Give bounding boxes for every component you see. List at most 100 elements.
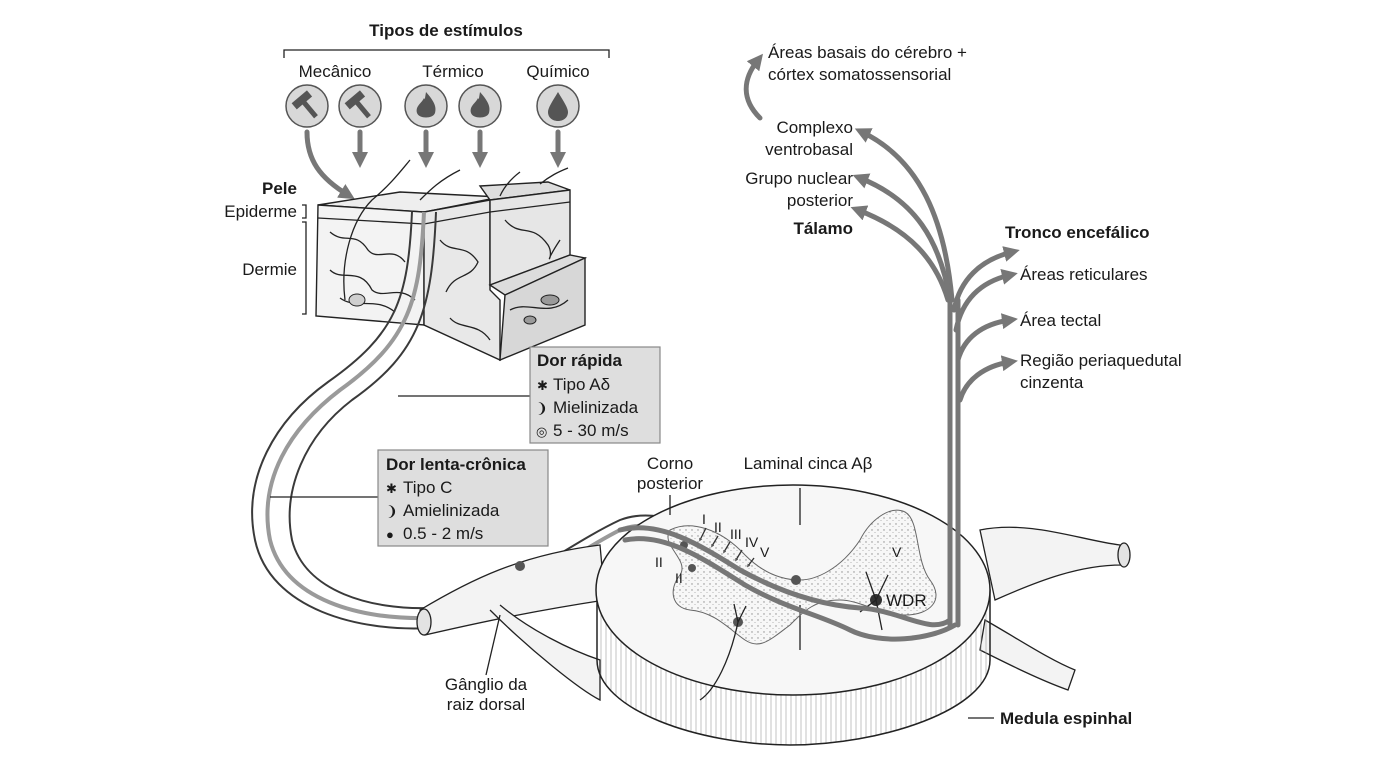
myelin-icon: ❩: [386, 503, 398, 519]
arrow-ventrobasal: [854, 128, 955, 303]
posterior-nuclear-label-line2: posterior: [787, 191, 853, 210]
ascending-tract: [622, 536, 958, 642]
nerve-icon: ✱: [537, 378, 548, 393]
wdr-label: WDR: [886, 591, 927, 610]
thalamus-label: Tálamo: [793, 219, 853, 238]
epidermis-layer-line: [317, 201, 571, 225]
epidermis-bracket: [302, 204, 307, 219]
skin-title: Pele: [262, 179, 297, 198]
epidermis-label: Epiderme: [224, 202, 297, 221]
dermis-texture: [329, 219, 569, 341]
neuron-dorsal-ganglion: [515, 561, 525, 571]
droplet-icon: ●: [386, 527, 394, 542]
posterior-horn-label-line2: posterior: [637, 474, 703, 493]
brainstem-label: Tronco encefálico: [1005, 223, 1150, 242]
arrow-periaqueductal: [957, 355, 1018, 403]
gland: [540, 294, 560, 306]
skin-lower-front: [499, 256, 586, 362]
slow-pain-myelin: Amielinizada: [403, 501, 500, 520]
myelin-icon: ❩: [536, 400, 548, 416]
lamina-III: III: [730, 526, 742, 542]
dermis-label: Dermie: [242, 260, 297, 279]
lamina-arrow: [699, 527, 707, 542]
posterior-horn-label-line1: Corno: [647, 454, 693, 473]
cortex-label-line2: córtex somatossensorial: [768, 65, 951, 84]
hair-shaft: [419, 169, 461, 201]
periaqueductal-label-line1: Região periaquedutal: [1020, 351, 1182, 370]
ventral-dendrite: [699, 603, 747, 701]
fast-pain-myelin: Mielinizada: [553, 398, 639, 417]
wdr-dendrite: [859, 571, 889, 631]
gland: [523, 315, 537, 325]
spinal-cord-label: Medula espinhal: [1000, 709, 1132, 728]
fast-pain-box: Dor rápida ✱ Tipo Aδ ❩ Mielinizada ◎ 5 -…: [529, 346, 661, 444]
ganglion-label-line1: Gânglio da: [445, 675, 528, 694]
lamina-II: II: [714, 519, 722, 535]
brain-labels: Áreas basais do cérebro + córtex somatos…: [745, 43, 1181, 392]
ganglion-label-line2: raiz dorsal: [447, 695, 525, 714]
slow-pain-type: Tipo C: [403, 478, 452, 497]
flame-icon: [404, 84, 448, 128]
dermis-bracket: [302, 221, 307, 315]
lamina-arrow: [746, 557, 755, 568]
slow-pain-title: Dor lenta-crônica: [386, 455, 526, 474]
stimulus-chemical-label: Químico: [526, 62, 589, 81]
flame-icon: [458, 84, 502, 128]
right-nerve-root: [979, 526, 1123, 601]
stimulus-arrow: [304, 129, 355, 200]
stimulus-thermal-label: Térmico: [422, 62, 483, 81]
lamina-arrow: [711, 535, 719, 548]
nerve-cut-end: [1117, 542, 1131, 568]
reticular-label: Áreas reticulares: [1020, 265, 1148, 284]
droplet-icon: [536, 84, 580, 128]
arrow-posterior-nuclear: [852, 173, 953, 303]
hammer-icon: [338, 84, 382, 128]
lamina-II-lower: II: [675, 570, 683, 586]
hair-shaft: [539, 167, 569, 185]
laminal-label: Laminal cinca Aβ: [744, 454, 873, 473]
left-ventral-root: [489, 604, 601, 702]
central-canal: [791, 575, 801, 585]
hair-bulb: [348, 293, 366, 307]
stimuli-bracket: [283, 49, 610, 58]
right-ventral-root: [979, 618, 1076, 691]
stimuli-group: Tipos de estímulos Mecânico Térmico Quím…: [283, 21, 610, 200]
hair-shaft: [499, 171, 521, 197]
periaqueductal-label-line2: cinzenta: [1020, 373, 1084, 392]
posterior-nuclear-label-line1: Grupo nuclear: [745, 169, 853, 188]
lamina-II-left: II: [655, 554, 663, 570]
nerve-icon: ✱: [386, 481, 397, 496]
stimulus-mechanical-label: Mecânico: [299, 62, 372, 81]
lamina-I: I: [702, 511, 706, 527]
speed-icon: ◎: [536, 424, 547, 439]
cortex-label-line1: Áreas basais do cérebro +: [768, 43, 967, 62]
ascending-pathways: [743, 53, 1020, 628]
fast-pain-type: Tipo Aδ: [553, 375, 610, 394]
skin-labels: Pele Epiderme Dermie: [224, 179, 307, 315]
lamina-V: V: [760, 544, 770, 560]
ventrobasal-label-line2: ventrobasal: [765, 140, 853, 159]
arrow-brainstem: [951, 246, 1020, 313]
arrow-cortex: [743, 53, 763, 121]
skin-block: [315, 159, 588, 362]
arrow-tectal: [955, 313, 1018, 363]
arrow-thalamus: [850, 205, 951, 303]
fast-pain-speed: 5 - 30 m/s: [553, 421, 629, 440]
slow-pain-speed: 0.5 - 2 m/s: [403, 524, 483, 543]
fast-pain-title: Dor rápida: [537, 351, 623, 370]
neuron-lamina: [688, 564, 696, 572]
ventrobasal-label-line1: Complexo: [776, 118, 853, 137]
lamina-IV: IV: [745, 534, 759, 550]
spinal-cord: [416, 484, 1131, 746]
lamina-arrow: [735, 549, 743, 562]
slow-pain-box: Dor lenta-crônica ✱ Tipo C ❩ Amielinizad…: [377, 449, 549, 547]
arrow-reticular: [953, 269, 1018, 333]
ascending-tract: [617, 525, 953, 628]
ganglion-leader: [485, 614, 501, 676]
lamina-arrow: [723, 541, 731, 554]
tectal-label: Área tectal: [1020, 311, 1101, 330]
nerve-cut-end: [416, 608, 432, 636]
fiber-c-outer: [251, 211, 431, 630]
stimuli-title: Tipos de estímulos: [369, 21, 523, 40]
